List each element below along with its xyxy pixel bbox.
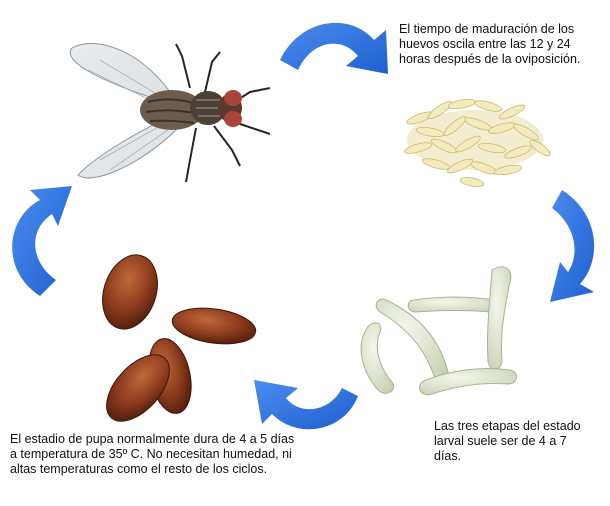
cycle-arrows (12, 22, 595, 430)
egg-stage-caption: El tiempo de maduración de los huevos os… (399, 22, 581, 66)
larvae-illustration (360, 266, 517, 396)
egg-cluster-illustration (404, 98, 551, 187)
arrow-pupa-to-fly (12, 186, 72, 296)
arrow-fly-to-eggs (280, 22, 388, 74)
arrow-larva-to-pupa (254, 380, 358, 430)
pupae-illustration (102, 254, 257, 422)
pupa-stage-caption: El estadio de pupa normalmente dura de 4… (10, 432, 295, 476)
larva-stage-caption: Las tres etapas del estado larval suele … (434, 419, 581, 463)
arrow-eggs-to-larva (550, 190, 595, 302)
house-fly-illustration (69, 42, 271, 183)
